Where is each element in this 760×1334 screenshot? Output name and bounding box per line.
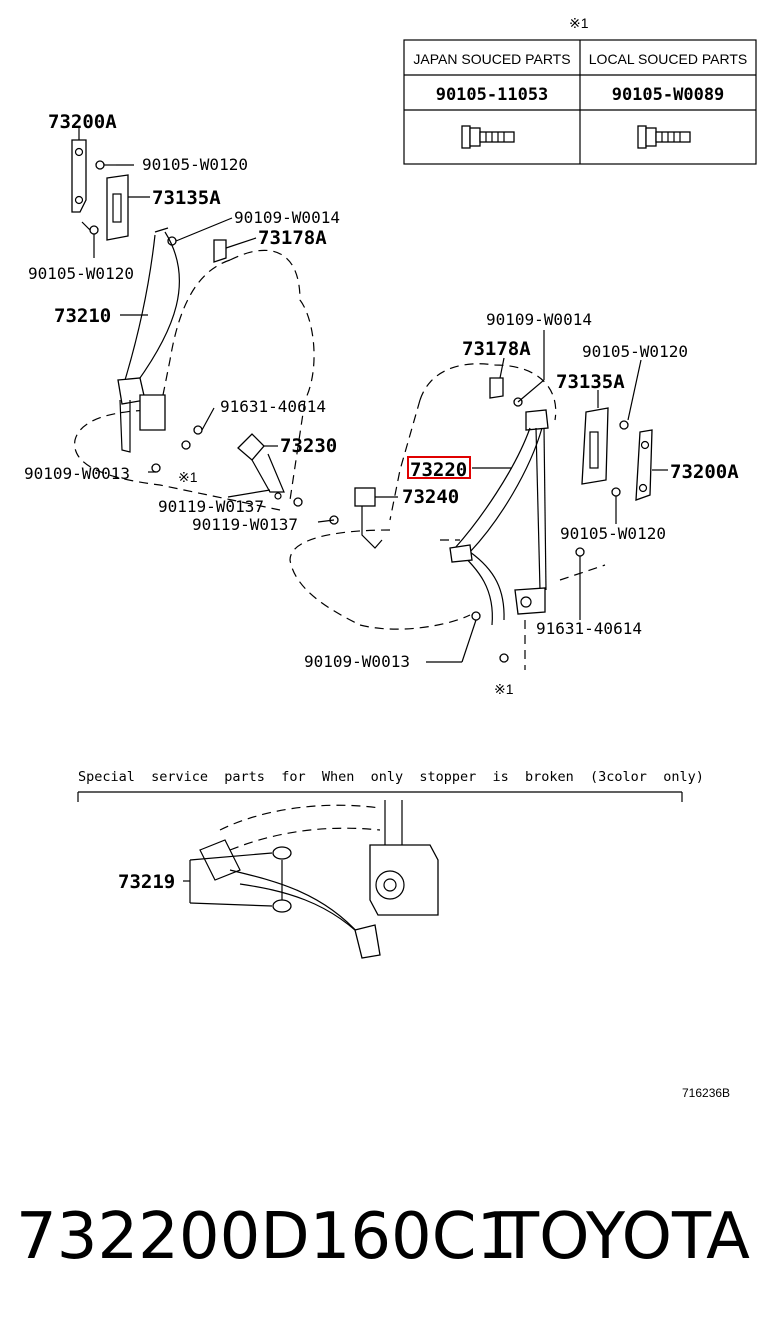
- label-73219: 73219: [118, 871, 175, 893]
- label-90109-w0014-left: 90109-W0014: [234, 208, 340, 227]
- label-90119-w0137-b: 90119-W0137: [192, 515, 298, 534]
- bolt-icon: [471, 611, 481, 621]
- bolt-icon: [461, 125, 515, 149]
- left-seat-assembly: [71, 128, 383, 549]
- belt-73210: [117, 227, 180, 453]
- label-73135a-left: 73135A: [152, 187, 221, 209]
- cover-73135a-left: [106, 174, 129, 241]
- diagram-code: 716236B: [682, 1086, 730, 1100]
- parts-source-table: JAPAN SOUCED PARTS LOCAL SOUCED PARTS 90…: [403, 39, 757, 165]
- label-91631-40614-right: 91631-40614: [536, 619, 642, 638]
- label-73240: 73240: [402, 486, 459, 508]
- left-callout-lines: [93, 164, 398, 523]
- table-note-mark: ※1: [569, 15, 589, 31]
- bolt-icon: [619, 420, 629, 430]
- guide-73178a-right: [489, 377, 504, 399]
- label-90105-w0120-right-bottom: 90105-W0120: [560, 524, 666, 543]
- label-mark-right: ※1: [494, 681, 514, 697]
- bolt-icon: [499, 653, 509, 663]
- label-90109-w0013-right: 90109-W0013: [304, 652, 410, 671]
- label-mark-left: ※1: [178, 469, 198, 485]
- guide-73178a-left: [213, 239, 227, 263]
- label-73230: 73230: [280, 435, 337, 457]
- table-value-japan: 90105-11053: [436, 85, 549, 105]
- special-note-bracket: [77, 791, 683, 802]
- anchor-73200a-right: [635, 429, 653, 501]
- label-90109-w0013-left: 90109-W0013: [24, 464, 130, 483]
- right-seat-assembly: [289, 363, 653, 670]
- table-header-local: LOCAL SOUCED PARTS: [589, 51, 747, 67]
- label-73220: 73220: [410, 459, 467, 481]
- bolt-icon: [181, 440, 191, 450]
- label-90109-w0014-right: 90109-W0014: [486, 310, 592, 329]
- bolt-icon: [637, 125, 691, 149]
- label-73178a-right: 73178A: [462, 338, 531, 360]
- anchor-73200a-left: [71, 128, 87, 213]
- label-91631-40614-left: 91631-40614: [220, 397, 326, 416]
- label-73200a-right: 73200A: [670, 461, 739, 483]
- cover-73135a-right: [581, 407, 609, 485]
- label-73200a-left: 73200A: [48, 111, 117, 133]
- label-90105-w0120-left-bottom: 90105-W0120: [28, 264, 134, 283]
- part-number: 732200D160C1: [16, 1200, 517, 1274]
- buckle-73230: [237, 433, 285, 500]
- bolt-icon: [575, 547, 585, 557]
- bolt-icon: [293, 497, 303, 507]
- table-value-local: 90105-W0089: [612, 85, 725, 105]
- label-73135a-right: 73135A: [556, 371, 625, 393]
- brand-name: TOYOTA: [499, 1200, 750, 1274]
- belt-73220: [449, 409, 549, 626]
- label-73178a-left: 73178A: [258, 227, 327, 249]
- label-73210: 73210: [54, 305, 111, 327]
- right-callout-lines: [426, 330, 668, 663]
- stopper-detail-drawing: [199, 800, 439, 959]
- table-header-japan: JAPAN SOUCED PARTS: [413, 51, 570, 67]
- callout-73219: [183, 852, 273, 907]
- bolt-icon: [151, 463, 161, 473]
- bolt-icon: [95, 160, 116, 170]
- highlight-box-73220: [407, 456, 471, 479]
- label-90105-w0120-right-top: 90105-W0120: [582, 342, 688, 361]
- bolt-icon: [81, 221, 99, 235]
- label-90105-w0120-left-top: 90105-W0120: [142, 155, 248, 174]
- label-90119-w0137-a: 90119-W0137: [158, 497, 264, 516]
- bolt-icon: [611, 487, 621, 497]
- special-service-note: Special service parts for When only stop…: [78, 769, 704, 785]
- bolt-icon: [193, 425, 203, 435]
